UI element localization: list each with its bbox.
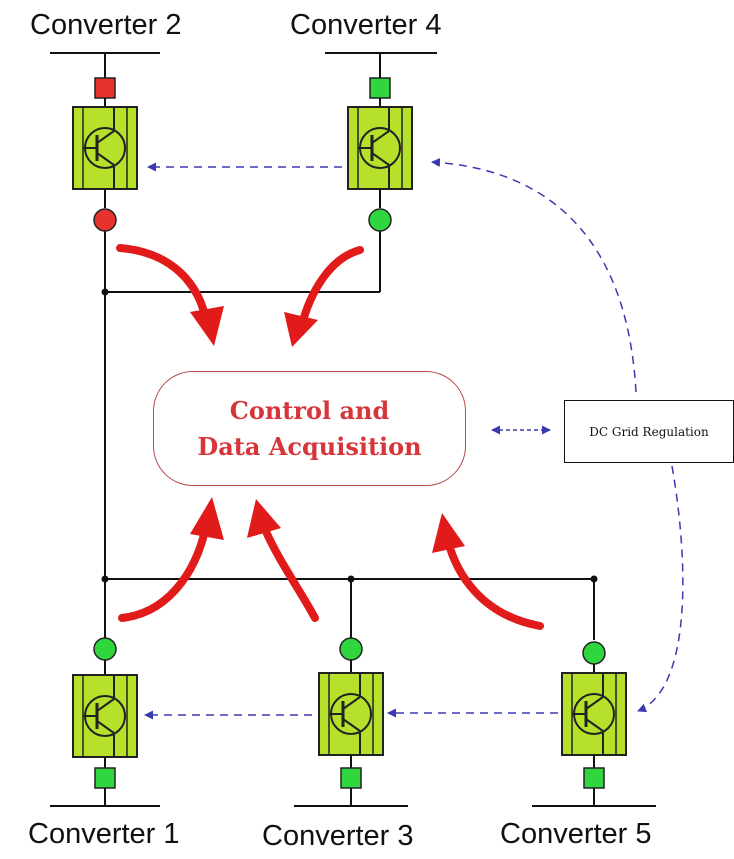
bus-junctions bbox=[101, 288, 598, 583]
converter-5-unit bbox=[532, 641, 656, 807]
converter-1-transistor-icon bbox=[71, 673, 139, 759]
converter-2-transistor-icon bbox=[71, 105, 139, 191]
control-signals bbox=[144, 158, 684, 720]
converter-2-unit bbox=[50, 52, 160, 232]
data-flow-arrows bbox=[116, 244, 544, 630]
converter-1-label: Converter 1 bbox=[28, 818, 180, 850]
converter-1-status-square bbox=[94, 767, 116, 789]
converter-5-status-square bbox=[583, 767, 605, 789]
signal-arrow-regulation-to-c5 bbox=[637, 465, 684, 713]
converter-3-label: Converter 3 bbox=[262, 820, 414, 852]
converter-3-status-circle bbox=[339, 637, 363, 661]
converter-4-status-square bbox=[369, 77, 391, 99]
control-data-acquisition-box: Control and Data Acquisition bbox=[153, 371, 466, 486]
converter-3-unit bbox=[294, 637, 408, 807]
converter-3-transistor-icon bbox=[317, 671, 385, 757]
converter-2-status-square bbox=[94, 77, 116, 99]
converter-5-transistor-icon bbox=[560, 671, 628, 757]
signal-arrow-regulation-to-c4 bbox=[431, 158, 637, 393]
converter-5-status-circle bbox=[582, 641, 606, 665]
data-arrow-from-converter-5 bbox=[432, 513, 544, 630]
converter-4-status-circle bbox=[368, 208, 392, 232]
converter-5-label: Converter 5 bbox=[500, 818, 652, 850]
control-box-line-2: Data Acquisition bbox=[197, 431, 422, 461]
converter-4-transistor-icon bbox=[346, 105, 414, 191]
dc-grid-regulation-label: DC Grid Regulation bbox=[589, 424, 709, 439]
converter-4-unit bbox=[325, 52, 437, 232]
converter-2-label: Converter 2 bbox=[30, 9, 182, 41]
data-arrow-from-converter-4 bbox=[284, 246, 364, 347]
converter-4-label: Converter 4 bbox=[290, 9, 442, 41]
data-arrow-from-converter-3 bbox=[247, 499, 319, 622]
dc-grid-regulation-box: DC Grid Regulation bbox=[564, 400, 734, 463]
converter-1-status-circle bbox=[93, 637, 117, 661]
data-arrow-from-converter-1 bbox=[118, 497, 224, 622]
control-box-line-1: Control and bbox=[229, 395, 390, 425]
data-arrow-from-converter-2 bbox=[116, 244, 224, 346]
converter-1-unit bbox=[50, 637, 160, 807]
converter-3-status-square bbox=[340, 767, 362, 789]
converter-2-status-circle bbox=[93, 208, 117, 232]
